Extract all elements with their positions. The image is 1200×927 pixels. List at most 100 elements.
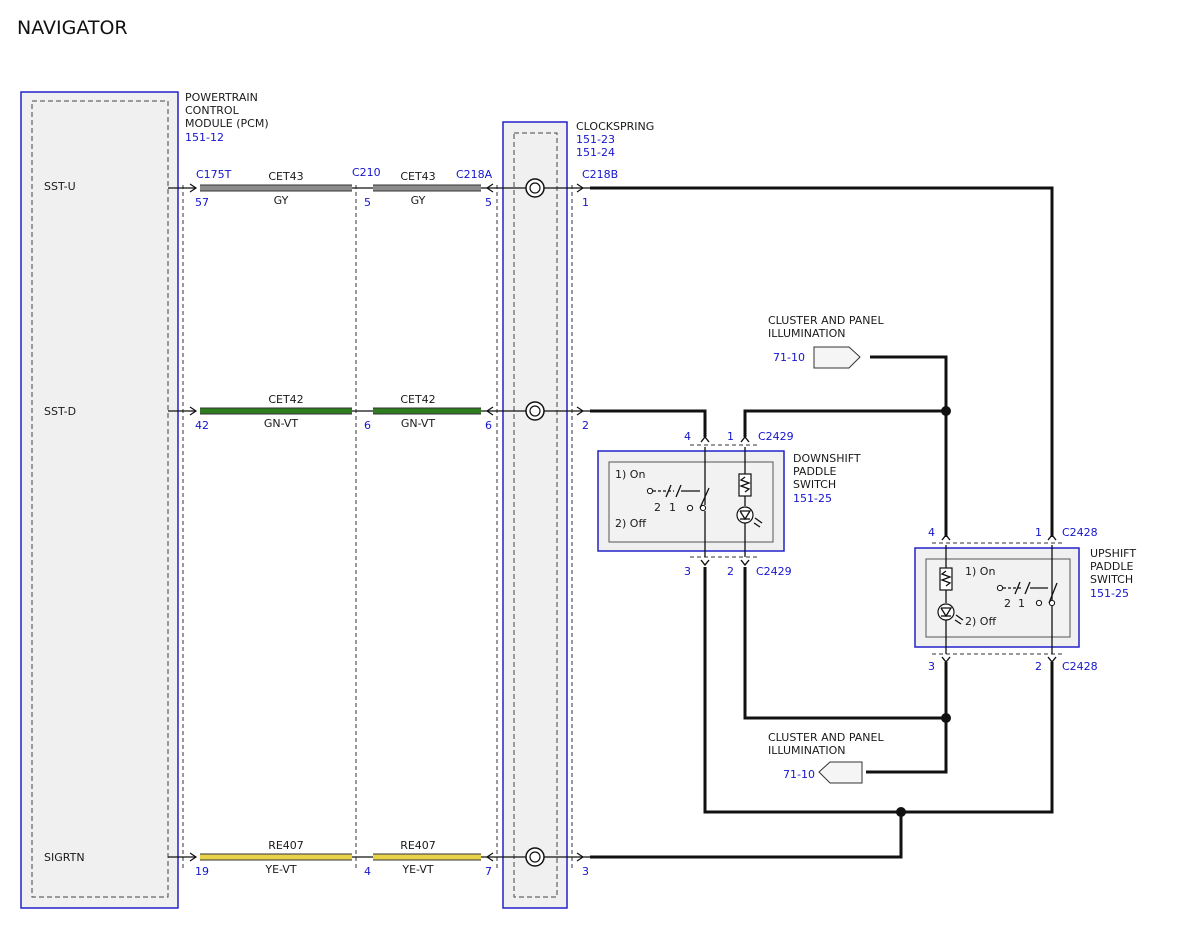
pin-number: 4 — [364, 865, 371, 878]
clockspring — [502, 121, 568, 909]
wire-illum-downshift-top — [743, 409, 946, 437]
illumination-bottom: CLUSTER AND PANEL ILLUMINATION 71-10 — [768, 731, 884, 784]
wire-color-label: GY — [274, 194, 289, 207]
arrow-icon — [576, 852, 585, 862]
wire-illum-upshift-top — [870, 355, 948, 537]
switch-tick-icon — [1014, 581, 1021, 595]
pin-number: 6 — [485, 419, 492, 432]
circuit-label: RE407 — [268, 839, 304, 852]
wire-color-label: GN-VT — [401, 417, 436, 430]
pcm-name-line-3: MODULE (PCM) — [185, 117, 269, 130]
pcm-pin-sigrtn: SIGRTN — [44, 851, 85, 864]
switch-tick-icon — [665, 484, 672, 498]
connector-c175t: C175T — [196, 168, 232, 181]
clockspring-name: CLOCKSPRING — [576, 120, 654, 133]
circuit-label: CET43 — [400, 170, 435, 183]
arrow-icon — [576, 406, 585, 416]
pcm-ref: 151-12 — [185, 131, 224, 144]
pin-arrow-down-icon — [700, 559, 710, 567]
pcm-pin-sst-d: SST-D — [44, 405, 76, 418]
connector-c210: C210 — [352, 166, 381, 179]
arrow-icon — [189, 852, 198, 862]
switch-contact-icon — [646, 487, 654, 495]
pcm-module: SST-U SST-D SIGRTN — [20, 91, 179, 909]
illum-top-label-2: ILLUMINATION — [768, 327, 846, 340]
downshift-switch-pin-2: 2 — [654, 501, 661, 514]
pcm-outline — [20, 91, 179, 909]
upshift-paddle-switch: 1) On 2) Off 2 1 4 1 C2428 3 2 C2428 UPS… — [914, 526, 1136, 673]
clockspring-coil-icon — [529, 182, 541, 194]
downshift-name-3: SWITCH — [793, 478, 836, 491]
light-ray-icon — [954, 619, 962, 625]
pin-number: 57 — [195, 196, 209, 209]
pin-number: 1 — [582, 196, 589, 209]
pin-arrow-down-icon — [941, 656, 951, 664]
clockspring-ref-2: 151-24 — [576, 146, 615, 159]
downshift-connector-top: C2429 — [758, 430, 794, 443]
resistor-zigzag-icon — [940, 570, 952, 587]
illum-bottom-connector-icon — [818, 761, 863, 784]
pin-number: 5 — [364, 196, 371, 209]
pin-number: 19 — [195, 865, 209, 878]
upshift-state-on: 1) On — [965, 565, 995, 578]
lamp-icon — [937, 603, 955, 621]
page-title: NAVIGATOR — [17, 17, 128, 39]
switch-contact-icon — [686, 504, 694, 512]
clockspring-coil-icon — [529, 405, 541, 417]
downshift-pin-3: 3 — [684, 565, 691, 578]
pin-arrow-down-icon — [1047, 656, 1057, 664]
clockspring-coil-icon — [529, 851, 541, 863]
pcm-name-line-1: POWERTRAIN — [185, 91, 258, 104]
upshift-name-3: SWITCH — [1090, 573, 1133, 586]
wire-sst-u-upshift — [590, 186, 1054, 537]
splice-dot — [896, 807, 906, 817]
wire-downshift-illum-return — [743, 567, 946, 720]
circuit-label: CET43 — [268, 170, 303, 183]
switch-tick-icon — [675, 484, 682, 498]
downshift-paddle-switch: 1) On 2) Off 2 1 4 1 C2429 3 2 C2429 DOW — [597, 430, 861, 578]
illum-bottom-label-1: CLUSTER AND PANEL — [768, 731, 884, 744]
connector-c218a: C218A — [456, 168, 493, 181]
led-triangle-icon — [739, 510, 752, 521]
arrow-icon — [576, 183, 585, 193]
downshift-state-off: 2) Off — [615, 517, 646, 530]
wire-signal-return-loop — [703, 567, 1054, 814]
switch-pin-arrows — [700, 435, 1057, 664]
lamp-icon — [736, 506, 754, 524]
downshift-name-2: PADDLE — [793, 465, 837, 478]
arrow-icon — [485, 183, 494, 193]
pin-number: 42 — [195, 419, 209, 432]
pcm-pin-sst-u: SST-U — [44, 180, 76, 193]
arrow-icon — [485, 852, 494, 862]
circuit-label: CET42 — [400, 393, 435, 406]
splice-dot — [941, 406, 951, 416]
downshift-ref: 151-25 — [793, 492, 832, 505]
downshift-connector-bottom: C2429 — [756, 565, 792, 578]
upshift-name-1: UPSHIFT — [1090, 547, 1136, 560]
upshift-pin-1: 1 — [1035, 526, 1042, 539]
arrow-icon — [189, 406, 198, 416]
downshift-pin-1: 1 — [727, 430, 734, 443]
wire-sigrtn — [590, 812, 903, 859]
led-triangle-icon — [940, 607, 953, 618]
illum-bottom-label-2: ILLUMINATION — [768, 744, 846, 757]
pin-arrow-down-icon — [740, 559, 750, 567]
upshift-pin-3: 3 — [928, 660, 935, 673]
pin-number: 6 — [364, 419, 371, 432]
pin-number: 3 — [582, 865, 589, 878]
pcm-name-line-2: CONTROL — [185, 104, 240, 117]
circuit-label: CET42 — [268, 393, 303, 406]
illumination-top: CLUSTER AND PANEL ILLUMINATION 71-10 — [768, 314, 884, 369]
pin-number: 2 — [582, 419, 589, 432]
connector-c218b: C218B — [582, 168, 618, 181]
pin-arrow-up-icon — [1047, 533, 1057, 541]
wire-color-label: GY — [411, 194, 426, 207]
light-ray-icon — [754, 517, 763, 524]
illum-top-ref: 71-10 — [773, 351, 805, 364]
upshift-name-2: PADDLE — [1090, 560, 1134, 573]
illum-top-connector-icon — [813, 346, 861, 369]
pin-number: 7 — [485, 865, 492, 878]
arrow-icon — [189, 183, 198, 193]
resistor-zigzag-icon — [739, 476, 751, 493]
switch-contact-icon — [1035, 599, 1043, 607]
